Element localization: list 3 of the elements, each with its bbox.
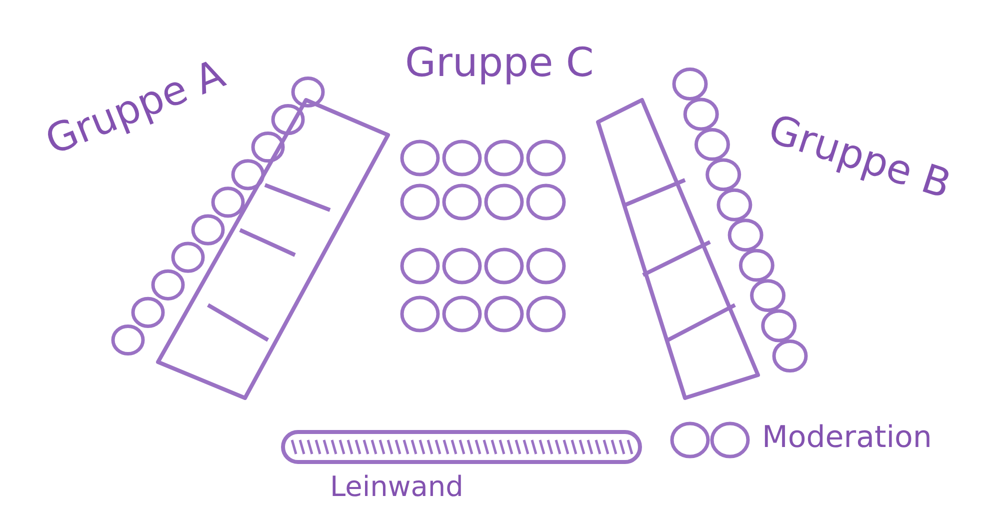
handwritten-label: Leinwand bbox=[330, 470, 464, 503]
handwritten-label: Moderation bbox=[762, 420, 932, 455]
handwritten-label: Gruppe C bbox=[405, 40, 594, 86]
